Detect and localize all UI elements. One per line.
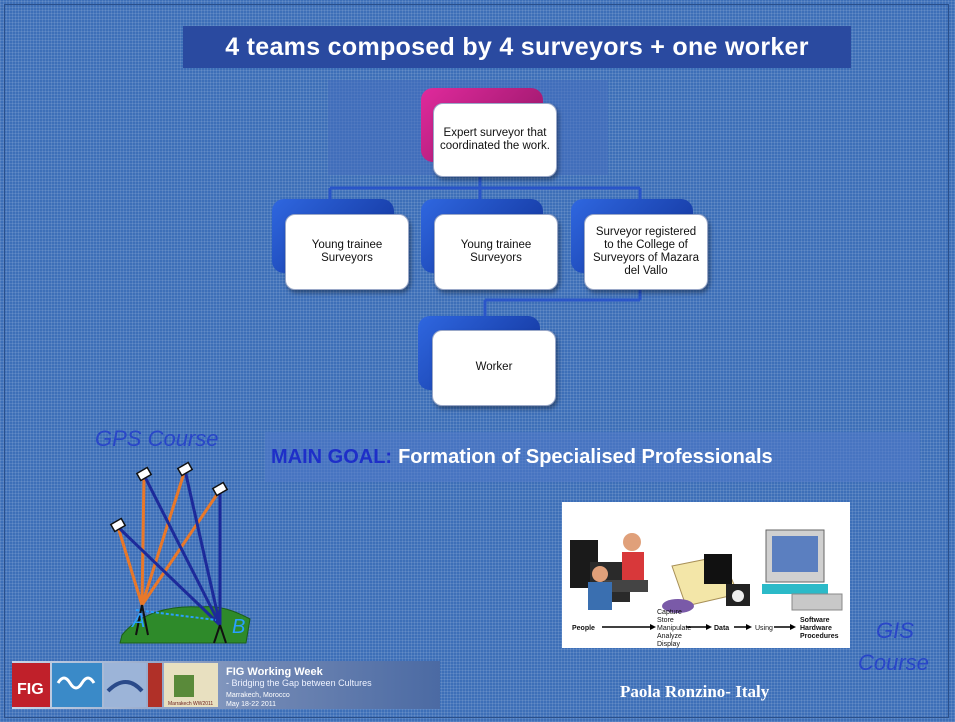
worker-box-label: Worker — [475, 361, 513, 374]
member-box-3: Surveyor registered to the College of Su… — [584, 214, 708, 290]
gps-point-b: B — [232, 616, 245, 638]
gis-capture-0: Capture — [657, 609, 682, 616]
gis-course-label-1: GIS — [876, 618, 914, 643]
slide-title-text: 4 teams composed by 4 surveyors + one wo… — [225, 32, 809, 61]
member-box-3-label: Surveyor registered to the College of Su… — [592, 225, 700, 278]
event-place: Marrakech, Morocco — [226, 692, 290, 699]
main-goal-box: MAIN GOAL: Formation of Specialised Prof… — [265, 432, 920, 482]
slide-frame — [4, 4, 949, 718]
member-box-2-label: Young trainee Surveyors — [460, 238, 532, 264]
gis-capture-4: Display — [657, 641, 680, 648]
gis-capture-3: Analyze — [657, 633, 682, 640]
event-motto: - Bridging the Gap between Cultures — [226, 678, 372, 688]
gis-people: People — [572, 625, 595, 632]
author-credit: Paola Ronzino- Italy — [620, 682, 770, 701]
logo-strip: FIG Marrakech WW2011 FIG Working Week - … — [12, 661, 440, 709]
root-box: Expert surveyor that coordinated the wor… — [433, 103, 557, 177]
main-goal-text: Formation of Specialised Professionals — [398, 445, 773, 468]
worker-box: Worker — [432, 330, 556, 406]
gis-diagram: People Capture Store Manipulate Analyze … — [562, 502, 850, 648]
gis-course-label-2: Course — [858, 650, 929, 675]
member-box-1: Young trainee Surveyors — [285, 214, 409, 290]
root-box-label: Expert surveyor that coordinated the wor… — [440, 126, 550, 152]
gps-course-label: GPS Course — [95, 426, 219, 451]
gis-capture-1: Store — [657, 617, 674, 624]
gis-capture-2: Manipulate — [657, 625, 691, 632]
gis-sw-0: Software — [800, 617, 830, 624]
event-name: FIG Working Week — [226, 666, 324, 678]
gis-data: Data — [714, 625, 729, 632]
member-box-1-label: Young trainee Surveyors — [311, 238, 383, 264]
gis-using: Using — [755, 625, 773, 632]
main-goal-key: MAIN GOAL: — [271, 445, 393, 468]
slide-title: 4 teams composed by 4 surveyors + one wo… — [183, 26, 851, 68]
member-box-2: Young trainee Surveyors — [434, 214, 558, 290]
gis-sw-2: Procedures — [800, 633, 839, 640]
gis-illustration: People Capture Store Manipulate Analyze … — [570, 529, 843, 648]
gps-diagram: A B — [109, 461, 251, 644]
gps-point-a: A — [131, 610, 145, 632]
event-dates: May 18-22 2011 — [226, 701, 276, 708]
gis-sw-1: Hardware — [800, 625, 832, 632]
logo-images: FIG Marrakech WW2011 FIG Working Week - … — [12, 663, 372, 708]
fig-logo-text: FIG — [17, 681, 44, 698]
badge-text: Marrakech WW2011 — [168, 701, 213, 707]
